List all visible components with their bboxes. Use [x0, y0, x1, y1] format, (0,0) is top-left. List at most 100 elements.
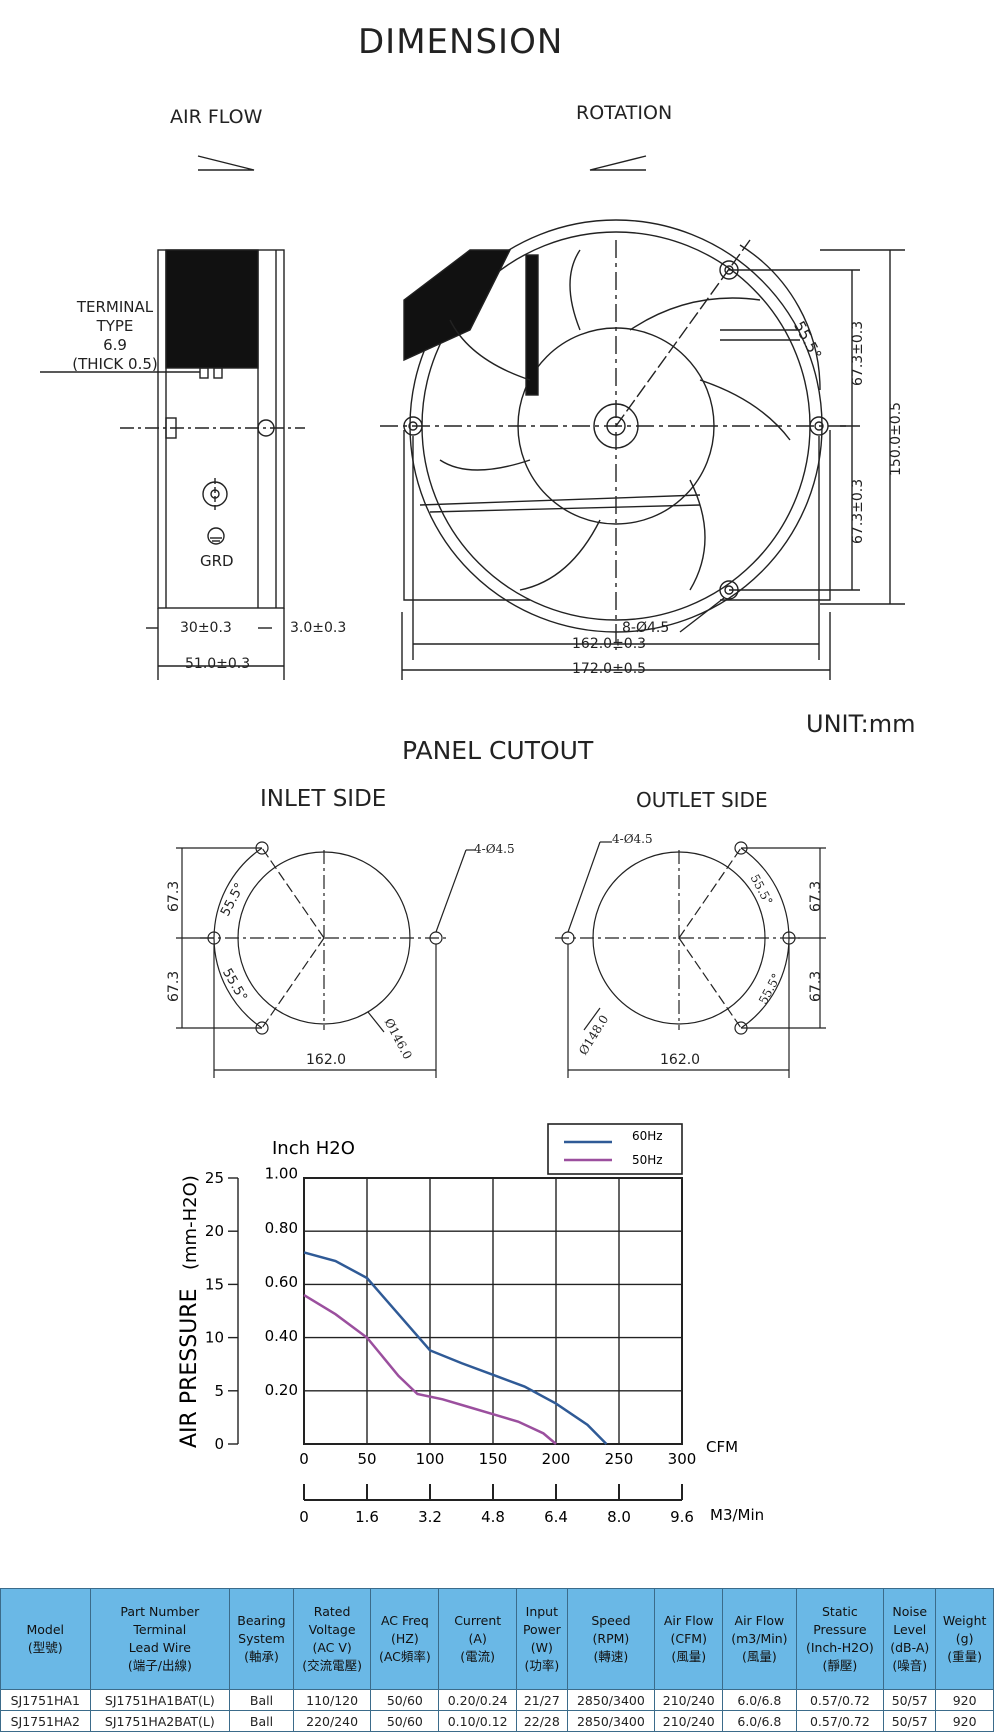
- dim-3: 3.0±0.3: [290, 620, 347, 636]
- table-header-line: (靜壓): [822, 1658, 858, 1673]
- inlet-side-label: INLET SIDE: [260, 786, 387, 812]
- table-header-line: (A): [468, 1631, 487, 1646]
- table-cell: 0.20/0.24: [438, 1689, 518, 1711]
- air-flow-label: AIR FLOW: [170, 106, 263, 128]
- y-axis-unit-label: (mm-H2O): [180, 1175, 201, 1270]
- terminal-note: TERMINAL TYPE 6.9 (THICK 0.5): [56, 298, 174, 374]
- table-cell: 0.10/0.12: [438, 1710, 518, 1732]
- table-header-line: Pressure: [813, 1622, 867, 1637]
- table-header-line: Rated: [313, 1604, 351, 1619]
- table-cell: 110/120: [292, 1689, 372, 1711]
- table-header-line: Voltage: [308, 1622, 356, 1637]
- legend-label-60Hz: 60Hz: [632, 1129, 663, 1143]
- table-header-line: (電流): [460, 1649, 496, 1664]
- table-cell: 220/240: [292, 1710, 372, 1732]
- y-axis-label: AIR PRESSURE: [177, 1289, 202, 1449]
- dimension-drawing: [40, 155, 905, 680]
- table-header-line: Current: [454, 1613, 502, 1628]
- table-cell: 50/57: [883, 1710, 937, 1732]
- table-cell: 50/60: [370, 1689, 440, 1711]
- x-m3-tick-label: 8.0: [607, 1508, 631, 1526]
- table-header-line: (軸承): [244, 1649, 279, 1664]
- y-inch-tick-label: 0.20: [265, 1381, 298, 1399]
- outlet-side-label: OUTLET SIDE: [636, 788, 768, 812]
- table-header-line: (風量): [741, 1649, 777, 1664]
- table-cell: SJ1751HA1BAT(L): [89, 1689, 231, 1711]
- x-m3-tick-label: 3.2: [418, 1508, 442, 1526]
- y-inch-tick-label: 0.60: [265, 1273, 298, 1291]
- x-m3-tick-label: 1.6: [355, 1508, 379, 1526]
- table-header-line: (交流電壓): [302, 1658, 362, 1673]
- terminal-line2: TYPE: [96, 317, 134, 335]
- table-cell: 21/27: [516, 1689, 568, 1711]
- air-flow-arrow-icon: [197, 155, 255, 171]
- table-header-line: (功率): [524, 1658, 560, 1673]
- table-header-line: (W): [530, 1640, 553, 1655]
- table-cell: 210/240: [654, 1710, 724, 1732]
- table-header-line: (端子/出線): [127, 1658, 192, 1673]
- x-cfm-tick-label: 300: [668, 1450, 697, 1468]
- dim-upper: 67.3±0.3: [850, 320, 866, 386]
- x-cfm-tick-label: 200: [542, 1450, 571, 1468]
- y-mm-tick-label: 15: [205, 1275, 224, 1293]
- unit-label: UNIT:mm: [806, 710, 916, 738]
- table-header-line: Level: [893, 1622, 927, 1637]
- table-header-line: Speed: [591, 1613, 631, 1628]
- table-cell: 210/240: [654, 1689, 724, 1711]
- x-cfm-tick-label: 250: [605, 1450, 634, 1468]
- inlet-width: 162.0: [306, 1052, 347, 1068]
- y-inch-axis-label: Inch H2O: [272, 1138, 355, 1159]
- outlet-holes: 4-Ø4.5: [612, 832, 653, 846]
- inlet-d-lower: 67.3: [166, 970, 182, 1002]
- inlet-d-upper: 67.3: [166, 880, 182, 912]
- legend-box: [547, 1123, 683, 1175]
- x-cfm-tick-label: 50: [357, 1450, 376, 1468]
- x-m3-tick-label: 4.8: [481, 1508, 505, 1526]
- panel-cutout-drawing: [176, 841, 826, 1078]
- table-header-line: Air Flow: [734, 1613, 785, 1628]
- dim-w172: 172.0±0.5: [572, 661, 647, 677]
- outlet-d-lower: 67.3: [808, 970, 824, 1002]
- grd-label: GRD: [200, 552, 234, 570]
- table-header-cell: Air Flow (CFM) (風量): [654, 1588, 724, 1690]
- table-cell: 50/60: [370, 1710, 440, 1732]
- dim-lower: 67.3±0.3: [850, 478, 866, 544]
- dim-51: 51.0±0.3: [185, 656, 251, 672]
- inlet-holes: 4-Ø4.5: [474, 842, 515, 856]
- table-cell: 6.0/6.8: [722, 1689, 797, 1711]
- panel-cutout-title: PANEL CUTOUT: [402, 736, 594, 765]
- x-cfm-tick-label: 100: [416, 1450, 445, 1468]
- inlet-cutout: [176, 841, 476, 1078]
- x-m3-axis-label: M3/Min: [710, 1506, 764, 1524]
- table-header-line: Power: [522, 1622, 561, 1637]
- table-header-line: (轉速): [593, 1649, 629, 1664]
- table-header-line: System: [238, 1631, 285, 1646]
- table-header-line: (CFM): [670, 1631, 707, 1646]
- table-header-line: (RPM): [592, 1631, 630, 1646]
- table-cell: 920: [935, 1710, 994, 1732]
- table-header-line: Air Flow: [663, 1613, 714, 1628]
- table-header-line: (Inch-H2O): [805, 1640, 874, 1655]
- terminal-line1: TERMINAL: [76, 298, 154, 316]
- y-mm-tick-label: 0: [214, 1435, 224, 1453]
- table-header-line: (風量): [671, 1649, 707, 1664]
- side-view: [40, 249, 305, 680]
- table-header-line: Noise: [892, 1604, 928, 1619]
- x-cfm-axis-label: CFM: [706, 1438, 738, 1456]
- table-header-line: (AC頻率): [378, 1649, 431, 1664]
- table-header-cell: AC Freq(HZ)(AC頻率): [370, 1588, 440, 1690]
- series-line-50Hz: [303, 1293, 557, 1445]
- table-header-line: (g): [955, 1631, 974, 1646]
- rotation-label: ROTATION: [576, 102, 673, 124]
- table-header-cell: Speed (RPM) (轉速): [566, 1588, 656, 1690]
- table-header-line: Weight: [942, 1613, 987, 1628]
- table-cell: 6.0/6.8: [722, 1710, 797, 1732]
